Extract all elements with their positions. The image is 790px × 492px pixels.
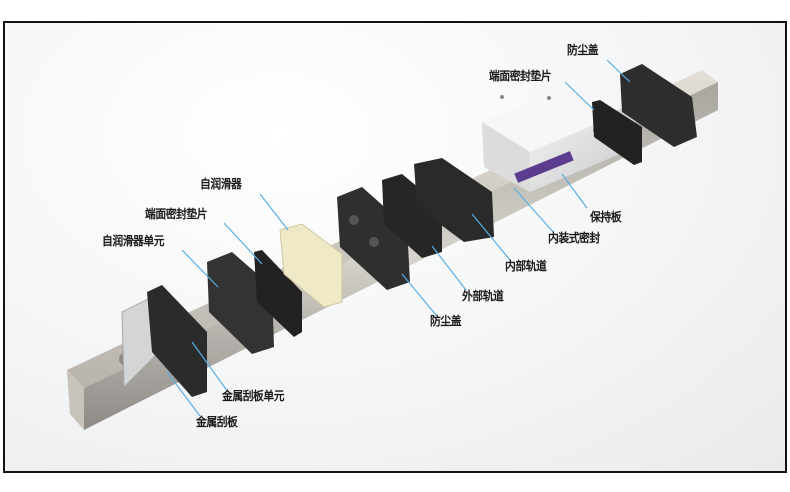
metal-scraper-unit-part [147, 285, 207, 397]
retainer-plate-part [514, 151, 574, 183]
linear-guide-exploded-illustration [67, 59, 718, 430]
label-outer-track: 外部轨道 [462, 289, 504, 303]
inner-track-part [414, 158, 494, 242]
label-retainer-plate: 保持板 [590, 210, 622, 224]
self-lubricator-part [279, 223, 343, 308]
label-end-seal-left: 端面密封垫片 [145, 207, 208, 221]
end-seal-right-part [592, 100, 642, 165]
leader-lines [166, 59, 631, 417]
end-seal-left-part [254, 250, 302, 337]
label-built-in-seal: 内装式密封 [548, 231, 600, 245]
label-dust-cover-middle: 防尘盖 [430, 314, 462, 328]
label-self-lubricator-unit: 自润滑器单元 [102, 234, 165, 248]
label-dust-cover-right: 防尘盖 [567, 43, 599, 57]
diagram-frame [3, 21, 787, 473]
label-metal-scraper-unit: 金属刮板单元 [222, 389, 285, 403]
dust-cover-right-part [620, 64, 697, 147]
label-inner-track: 内部轨道 [505, 259, 547, 273]
label-self-lubricator: 自润滑器 [200, 177, 242, 191]
label-metal-scraper: 金属刮板 [196, 415, 238, 429]
label-end-seal-right: 端面密封垫片 [489, 69, 552, 83]
